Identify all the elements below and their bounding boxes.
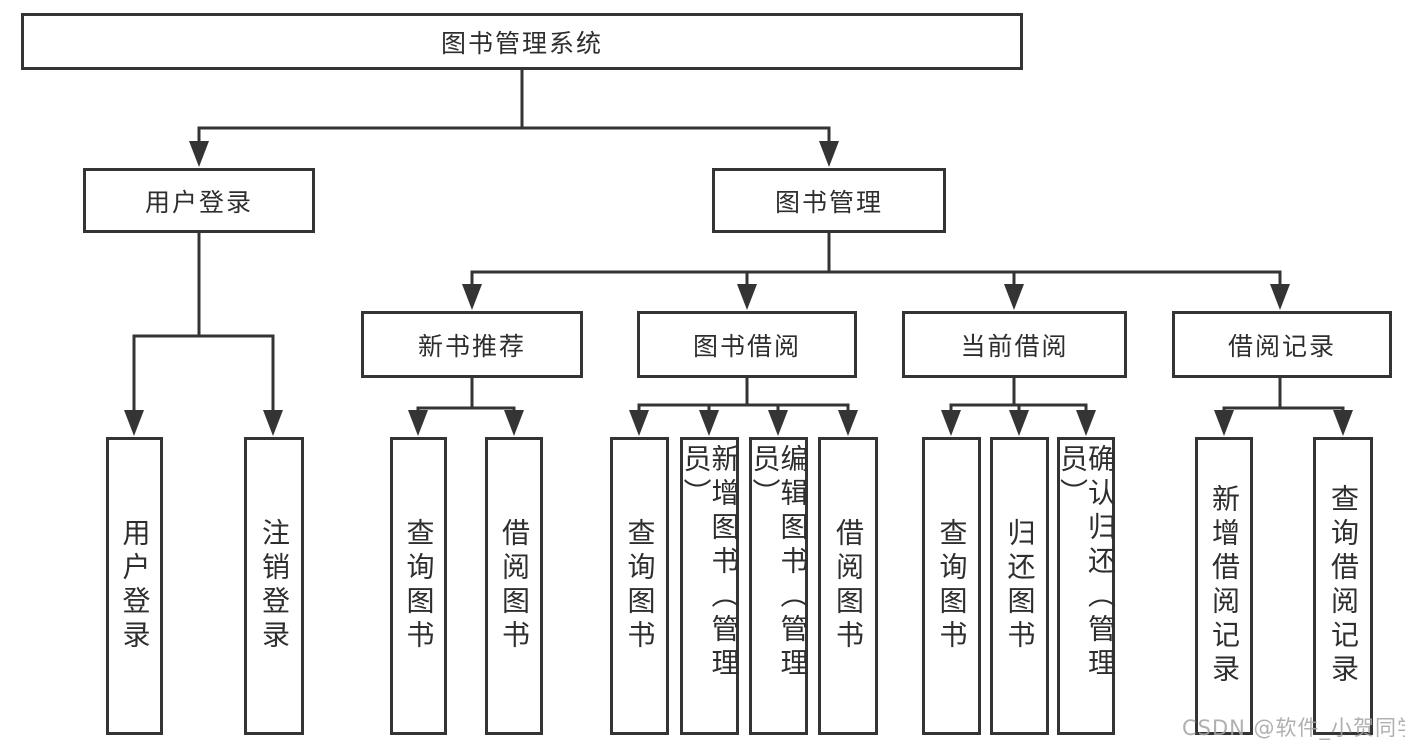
leaf-edit-book-admin: 编辑图书（管理员） [748,437,810,735]
node-current-borrowing-label: 当前借阅 [960,331,1069,361]
node-book-borrowing: 图书借阅 [637,311,857,378]
leaf-logout-label: 注销登录 [258,518,291,654]
leaf-confirm-return-admin: 确认归还（管理员） [1056,437,1117,735]
node-book-management: 图书管理 [712,168,946,233]
leaf-query-books-recommend-label: 查询图书 [402,518,436,654]
watermark: CSDN @软件_小贺同学 [1182,716,1405,740]
node-user-login-label: 用户登录 [144,187,253,217]
leaf-confirm-return-admin-label: 确认归还（管理员） [1056,444,1117,682]
node-root-label: 图书管理系统 [440,28,603,58]
leaf-query-books-current-label: 查询图书 [935,518,969,654]
connector-book-borrowing [637,378,850,414]
leaf-user-login-label: 用户登录 [118,518,152,654]
connector-borrowing-records [1222,378,1345,414]
node-new-book-recommend-label: 新书推荐 [417,331,526,361]
leaf-add-book-admin-label: 新增图书（管理员） [679,444,741,682]
connector-new-book-recommend [416,378,516,414]
leaf-query-borrow-record-label: 查询借阅记录 [1327,484,1360,688]
node-borrowing-records-label: 借阅记录 [1227,331,1336,361]
leaf-user-login: 用户登录 [106,437,163,735]
leaf-logout: 注销登录 [244,437,304,735]
leaf-return-books-label: 归还图书 [1003,518,1037,654]
leaf-query-books-recommend: 查询图书 [390,437,447,735]
leaf-borrow-books-recommend-label: 借阅图书 [498,518,531,654]
leaf-query-books-borrowing: 查询图书 [610,437,669,735]
connector-book-management [470,233,1282,288]
connector-current-borrowing [949,378,1088,414]
leaf-borrow-books-recommend: 借阅图书 [485,437,543,735]
leaf-query-books-borrowing-label: 查询图书 [623,518,657,654]
leaf-add-borrow-record-label: 新增借阅记录 [1208,484,1241,688]
node-book-borrowing-label: 图书借阅 [692,331,801,361]
leaf-borrow-books-borrowing: 借阅图书 [818,437,878,735]
connector-user-login [132,233,275,414]
leaf-add-borrow-record: 新增借阅记录 [1195,437,1253,735]
arrowheads [124,141,1353,436]
leaf-return-books: 归还图书 [990,437,1049,735]
leaf-edit-book-admin-label: 编辑图书（管理员） [748,444,810,682]
node-current-borrowing: 当前借阅 [902,311,1127,378]
leaf-borrow-books-borrowing-label: 借阅图书 [832,518,865,654]
leaf-query-borrow-record: 查询借阅记录 [1313,437,1373,735]
node-root: 图书管理系统 [21,13,1023,70]
leaf-query-books-current: 查询图书 [922,437,981,735]
node-book-management-label: 图书管理 [774,187,883,217]
leaf-add-book-admin: 新增图书（管理员） [679,437,741,735]
node-new-book-recommend: 新书推荐 [361,311,583,378]
node-user-login: 用户登录 [83,168,315,233]
node-borrowing-records: 借阅记录 [1172,311,1392,378]
connector-root [197,70,831,146]
